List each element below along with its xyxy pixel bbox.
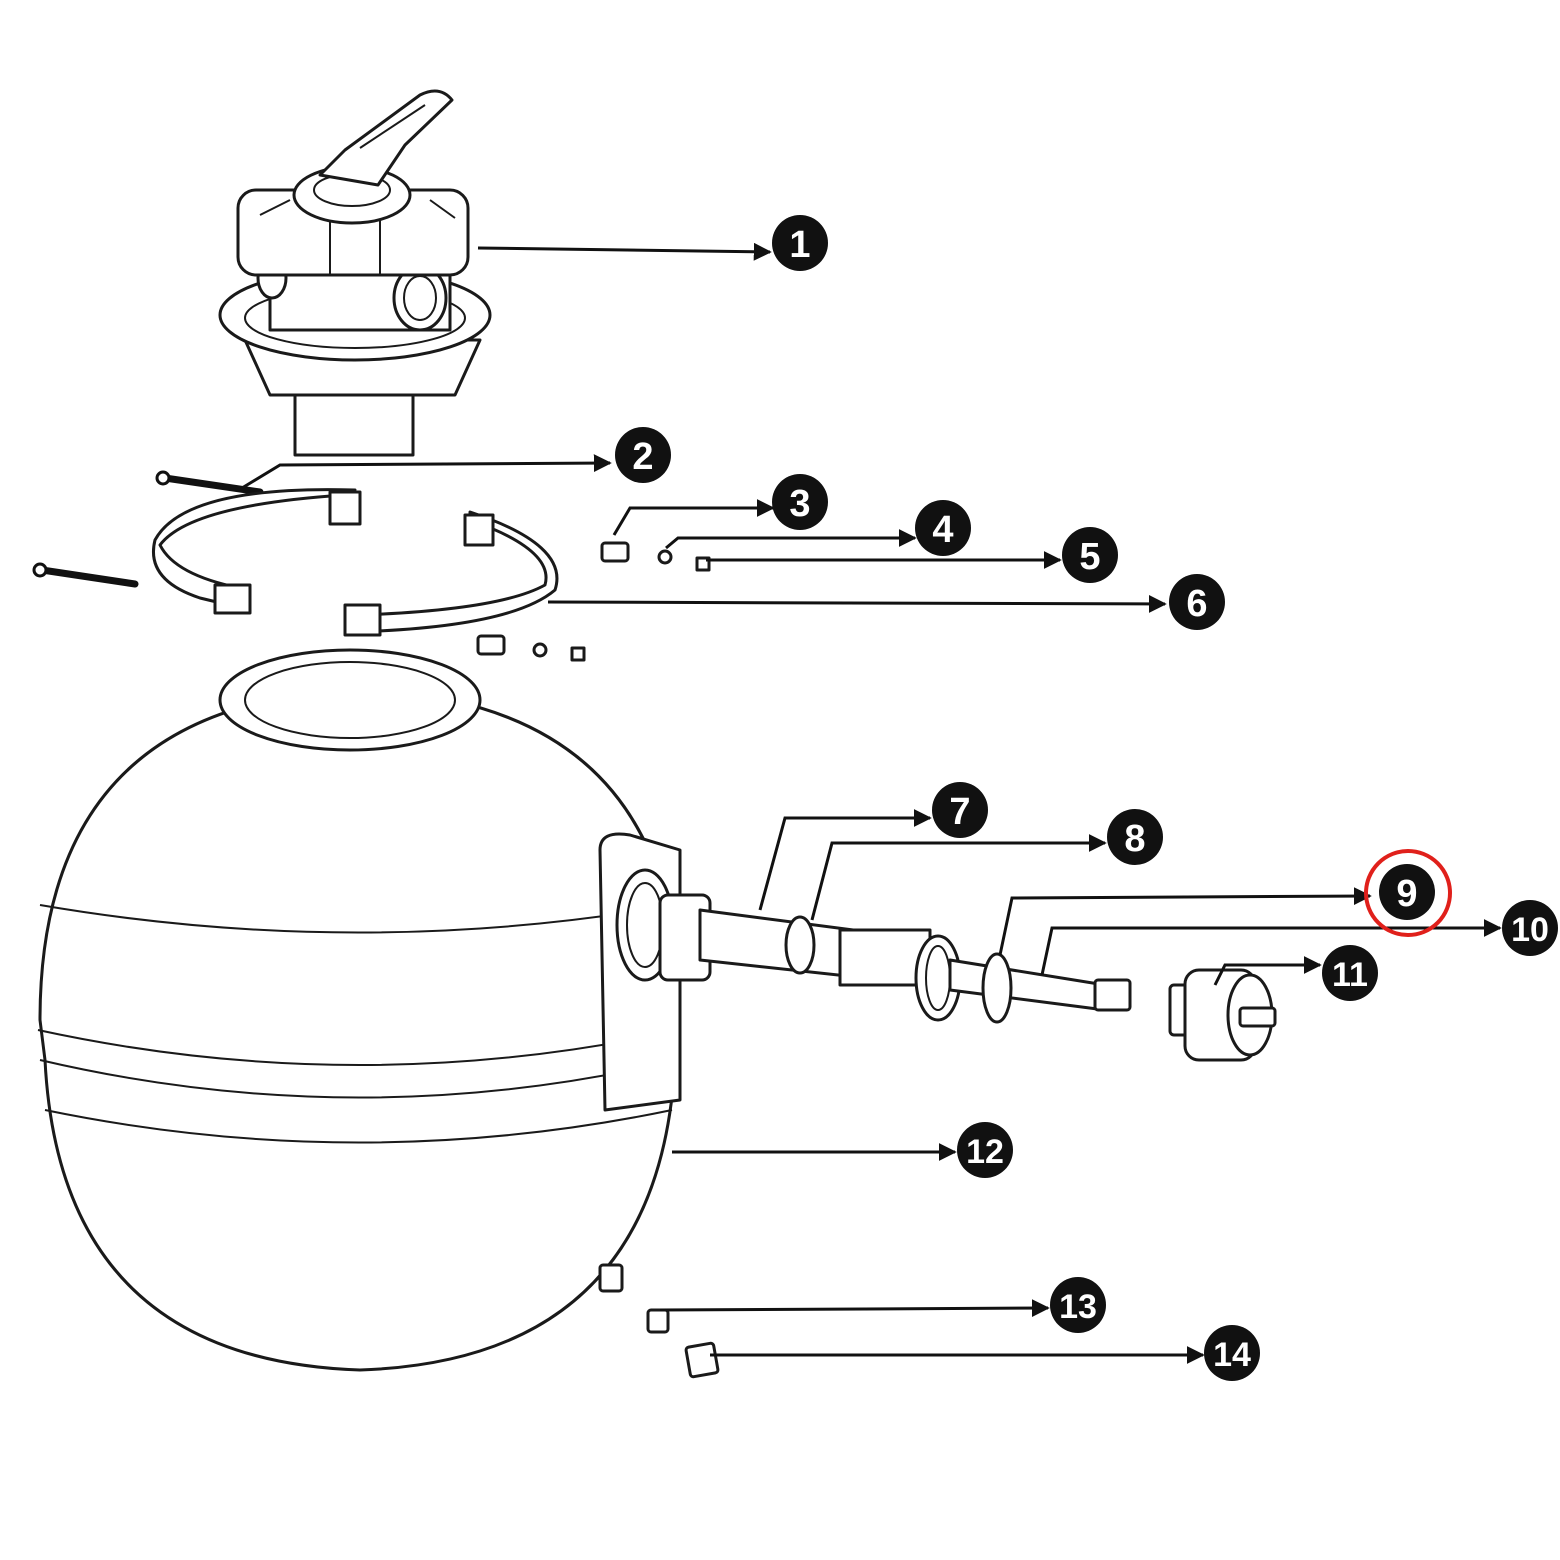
filter-tank (37, 648, 682, 1372)
callout-8: 8 (1107, 809, 1163, 865)
callout-5-label: 5 (1079, 536, 1100, 578)
lateral-pipe-assembly (658, 893, 1132, 1024)
clamp-ring (152, 488, 559, 637)
callout-11: 11 (1322, 945, 1378, 1001)
callout-5: 5 (1062, 527, 1118, 583)
callout-14: 14 (1204, 1325, 1260, 1381)
leader-lines (241, 242, 1502, 1364)
callout-1-label: 1 (789, 224, 810, 266)
callout-6: 6 (1169, 574, 1225, 630)
callout-9: 9 (1364, 849, 1452, 937)
callout-2: 2 (615, 427, 671, 483)
callout-1: 1 (772, 215, 828, 271)
callout-3: 3 (772, 474, 828, 530)
callout-12-label: 12 (966, 1133, 1004, 1171)
callout-7-label: 7 (949, 791, 970, 833)
callout-14-label: 14 (1213, 1336, 1251, 1374)
callout-4-label: 4 (932, 509, 953, 551)
callout-10-label: 10 (1511, 911, 1549, 949)
callout-9-label: 9 (1396, 873, 1417, 915)
callout-11-label: 11 (1332, 956, 1368, 994)
multiport-valve (218, 89, 492, 457)
callout-2-label: 2 (632, 436, 653, 478)
callout-13-label: 13 (1059, 1288, 1097, 1326)
callout-9-highlight-ring (1364, 849, 1452, 937)
callout-10: 10 (1502, 900, 1558, 956)
callout-3-label: 3 (789, 483, 810, 525)
clamp-hardware (476, 541, 711, 662)
callout-6-label: 6 (1186, 583, 1207, 625)
callout-13: 13 (1050, 1277, 1106, 1333)
callout-7: 7 (932, 782, 988, 838)
callout-8-label: 8 (1124, 818, 1145, 860)
callout-12: 12 (957, 1122, 1013, 1178)
callout-4: 4 (915, 500, 971, 556)
drain-plug-parts (646, 1308, 720, 1379)
clamp-bolts (32, 470, 264, 588)
drain-cap (1168, 968, 1277, 1062)
